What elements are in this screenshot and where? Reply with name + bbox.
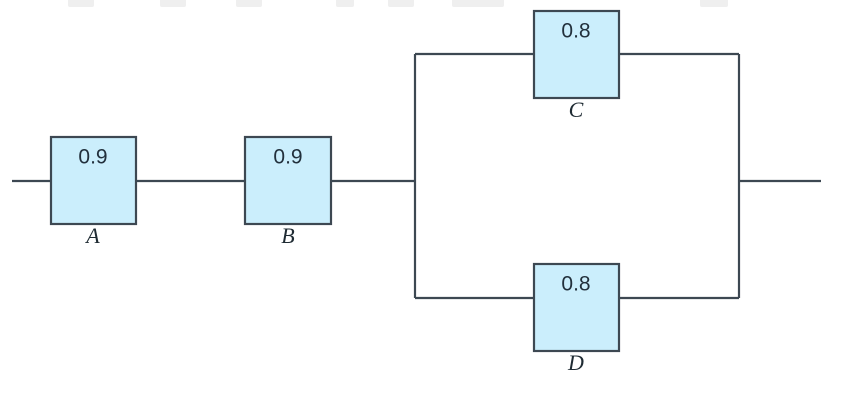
block-a-value: 0.9 [78,146,107,169]
block-c-label: C [569,97,584,122]
scan-artifact [236,0,262,7]
block-d-value: 0.8 [561,273,590,296]
scan-artifact [700,0,728,7]
block-b-label: B [281,223,294,248]
scan-artifact [336,0,354,7]
block-d-rect[interactable] [532,262,621,353]
block-a-rect[interactable] [49,135,138,226]
wire-group [12,52,821,300]
block-c-rect[interactable] [532,9,621,100]
scan-artifact [388,0,414,7]
block-d-label: D [567,350,584,375]
block-b-rect[interactable] [243,135,333,226]
block-b[interactable]: 0.9 B [243,135,333,248]
scan-artifact [452,0,504,7]
block-c[interactable]: 0.8 C [532,9,621,122]
block-d[interactable]: 0.8 D [532,262,621,375]
block-a-label: A [84,223,100,248]
scan-artifact [160,0,186,7]
block-a[interactable]: 0.9 A [49,135,138,248]
block-b-value: 0.9 [273,146,302,169]
scan-artifact [68,0,94,7]
block-c-value: 0.8 [561,20,590,43]
